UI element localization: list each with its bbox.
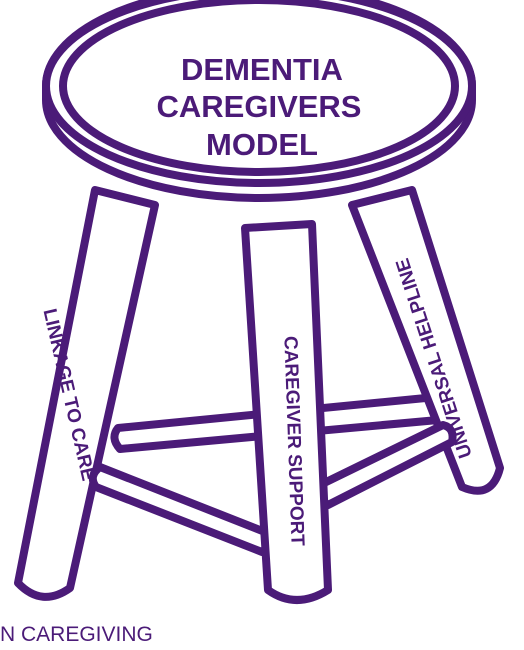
leg-left (14, 186, 159, 601)
rung-front-left (88, 463, 272, 556)
rung-front-right (315, 421, 457, 509)
seat-title-line-3: MODEL (206, 127, 318, 162)
seat-inner-ring (59, 0, 459, 176)
leg-middle (241, 220, 332, 604)
caption-text: N CAREGIVING (0, 623, 153, 646)
leg-right (348, 186, 504, 495)
seat-title-line-2: CAREGIVERS (157, 89, 362, 124)
seat-title-line-1: DEMENTIA (181, 52, 343, 87)
